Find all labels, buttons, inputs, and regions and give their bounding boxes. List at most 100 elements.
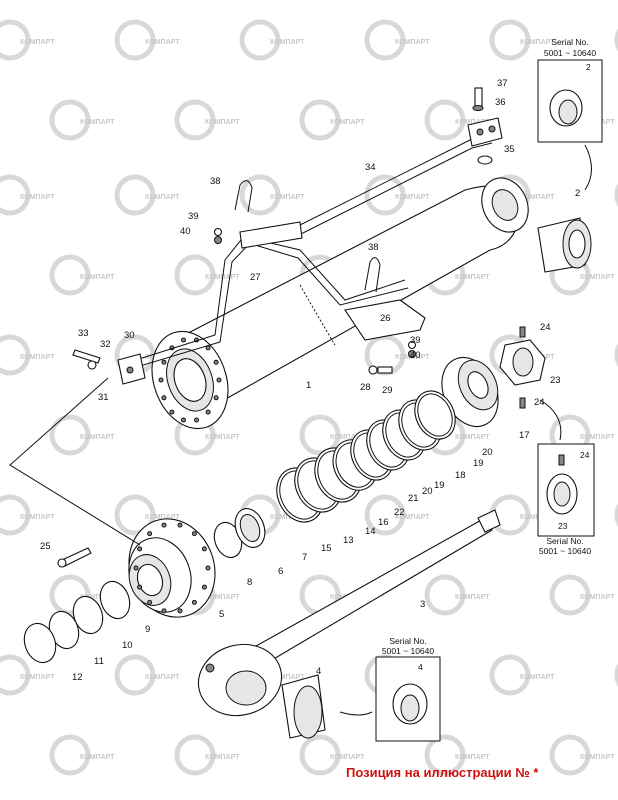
callout-label-27: 27: [250, 272, 261, 283]
watermark-logo: [424, 574, 466, 616]
bolt-hole: [161, 395, 167, 401]
watermark-text: КОМПАРТ: [80, 274, 115, 281]
seal-ring: [414, 390, 456, 440]
callout-label-33: 33: [78, 328, 89, 339]
callout-label-32: 32: [100, 339, 111, 350]
watermark-text: КОМПАРТ: [330, 754, 365, 761]
watermark-text: КОМПАРТ: [80, 434, 115, 441]
watermark-logo: [424, 734, 466, 776]
inset-middle-part-label: 24: [580, 450, 590, 460]
watermark-logo: [364, 494, 406, 536]
watermark-text: КОМПАРТ: [455, 274, 490, 281]
watermark-text: КОМПАРТ: [20, 354, 55, 361]
cylinder-head-part-5: [128, 518, 216, 618]
bolt-hole: [177, 522, 183, 528]
callout-label-24: 24: [540, 322, 551, 333]
bolt-hole: [194, 417, 199, 423]
callout-label-10: 10: [122, 640, 133, 651]
callout-label-36: 36: [495, 97, 506, 108]
watermark-text: КОМПАРТ: [20, 194, 55, 201]
bolt-hole: [181, 417, 186, 423]
watermark-text: КОМПАРТ: [270, 514, 305, 521]
watermark-logo: [364, 19, 406, 61]
callout-label-1: 1: [306, 380, 311, 391]
lock-nut-part-23: [499, 339, 546, 386]
bolt-hole: [161, 359, 167, 365]
callout-label-13: 13: [343, 535, 354, 546]
watermark-logo: [364, 174, 406, 216]
inset-top: [537, 59, 603, 143]
bolt-hole: [161, 522, 167, 528]
callout-label-20: 20: [422, 486, 433, 497]
watermark-text: КОМПАРТ: [80, 594, 115, 601]
watermark-logo: [49, 734, 91, 776]
callout-label-22: 22: [394, 507, 405, 518]
callout-label-30: 30: [124, 330, 135, 341]
callout-label-15: 15: [321, 543, 332, 554]
bolt-hole: [161, 608, 167, 614]
watermark-logo: [549, 574, 591, 616]
watermark-logo: [114, 654, 156, 696]
callout-label-4: 4: [316, 666, 321, 677]
watermark-logo: [49, 254, 91, 296]
callout-label-16: 16: [378, 517, 389, 528]
callout-label-11: 11: [94, 656, 104, 667]
inset-bottom-part-label: 4: [418, 662, 423, 672]
callout-label-19: 19: [473, 458, 484, 469]
watermark-logo: [614, 503, 618, 527]
callout-label-14: 14: [365, 526, 376, 537]
inset-bottom: [375, 656, 441, 742]
callout-label-38: 38: [210, 176, 221, 187]
watermark-logo: [614, 183, 618, 207]
watermark-text: КОМПАРТ: [145, 194, 180, 201]
watermark-text: КОМПАРТ: [20, 674, 55, 681]
watermark-text: КОМПАРТ: [520, 674, 555, 681]
watermark-logo: [0, 494, 31, 536]
watermark-text: КОМПАРТ: [205, 434, 240, 441]
callout-label-29: 29: [382, 385, 393, 396]
cylinder-tube-part: [151, 177, 529, 430]
watermark-logo: [239, 174, 281, 216]
inset-top-serial-label: Serial No.: [551, 37, 588, 47]
callout-label-24: 24: [534, 397, 545, 408]
watermark-text: КОМПАРТ: [520, 194, 555, 201]
callout-label-21: 21: [408, 493, 419, 504]
watermark-text: КОМПАРТ: [455, 119, 490, 126]
callout-label-40: 40: [410, 350, 421, 361]
inset-middle-serial-label: Serial No.: [546, 536, 583, 546]
watermark-logo: [174, 254, 216, 296]
watermark-logo: [0, 19, 31, 61]
watermark-text: КОМПАРТ: [455, 754, 490, 761]
bolt-hole: [205, 565, 211, 571]
watermark-text: КОМПАРТ: [580, 434, 615, 441]
watermark-text: КОМПАРТ: [205, 119, 240, 126]
inset-top-serial-range: 5001 ~ 10640: [544, 48, 597, 58]
watermark-text: КОМПАРТ: [80, 119, 115, 126]
watermark-logo: [239, 19, 281, 61]
u-bolt-upper: [234, 180, 253, 213]
inset-bottom-serial-label: Serial No.: [389, 636, 426, 646]
watermark-logo: [174, 99, 216, 141]
callout-label-39: 39: [188, 211, 199, 222]
watermark-logo: [0, 174, 31, 216]
callout-label-12: 12: [72, 672, 83, 683]
bolt-hole: [201, 546, 207, 552]
watermark-logo: [299, 734, 341, 776]
callout-label-19: 19: [434, 480, 445, 491]
inset-middle: [537, 443, 595, 537]
bolt-hole: [181, 337, 186, 343]
watermark-text: КОМПАРТ: [205, 594, 240, 601]
watermark-text: КОМПАРТ: [20, 514, 55, 521]
callout-label-28: 28: [360, 382, 371, 393]
watermark-text: КОМПАРТ: [270, 39, 305, 46]
bolt-hole: [191, 531, 197, 537]
watermark-text: КОМПАРТ: [580, 594, 615, 601]
callout-label-5: 5: [219, 609, 224, 620]
watermark-logo: [49, 99, 91, 141]
bolt-hole: [213, 395, 219, 401]
watermark-text: КОМПАРТ: [330, 119, 365, 126]
watermark-logo: [614, 663, 618, 687]
callout-label-35: 35: [504, 144, 515, 155]
watermark-logo: [174, 734, 216, 776]
